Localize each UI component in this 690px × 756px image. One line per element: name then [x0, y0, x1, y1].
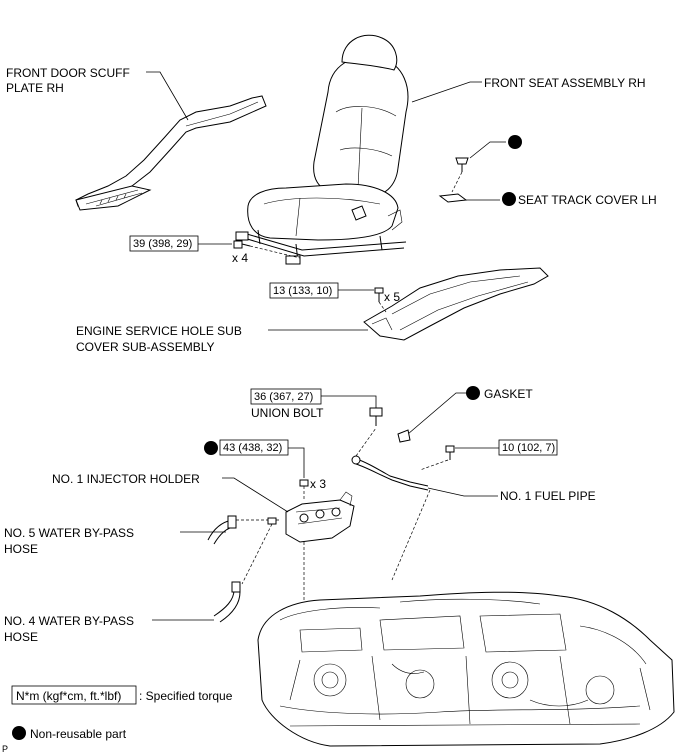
engine-service-hole-cover-drawing: [363, 267, 549, 341]
seat-track-cover-label: SEAT TRACK COVER LH: [518, 193, 657, 207]
injector-holder-nut-icon: [299, 479, 309, 487]
front-seat-assembly-drawing: [235, 34, 409, 265]
engine-drawing: [257, 591, 675, 747]
footer-code: P: [2, 744, 8, 754]
torque-legend-unit: N*m (kgf*cm, ft.*lbf): [16, 689, 121, 703]
union-bolt-torque: 36 (367, 27): [254, 391, 313, 403]
fuel-pipe-bolt-torque-box: [498, 439, 558, 456]
no4-water-bypass-hose-label-line2: HOSE: [4, 630, 38, 644]
no4-water-bypass-hose-label-line1: NO. 4 WATER BY-PASS: [4, 614, 134, 628]
engine-service-hole-label-line2: COVER SUB-ASSEMBLY: [76, 340, 214, 354]
no1-fuel-pipe-label: NO. 1 FUEL PIPE: [500, 489, 596, 503]
non-reusable-legend-mark: [12, 726, 26, 740]
injector-holder-non-reusable-mark: [204, 441, 218, 455]
seat-track-cover-drawing: [438, 193, 468, 203]
cover-bolt-qty: x 5: [384, 290, 400, 304]
gasket-label: GASKET: [484, 387, 533, 401]
fuel-pipe-bolt-torque: 10 (102, 7): [502, 442, 555, 454]
front-door-scuff-plate-label-line2: PLATE RH: [6, 81, 64, 95]
torque-legend-box: [11, 685, 137, 705]
cover-bolt-torque-box: [269, 282, 339, 299]
seat-bolt-icon: [233, 240, 251, 249]
torque-legend-desc: : Specified torque: [139, 689, 233, 703]
seat-track-clip-icon: [455, 157, 469, 172]
seat-bolt-torque-box: [129, 235, 199, 252]
front-seat-assembly-label: FRONT SEAT ASSEMBLY RH: [484, 76, 646, 90]
no4-water-bypass-hose-drawing: [213, 581, 241, 623]
hose-clamp-icon: [267, 517, 277, 525]
seat-bolt-torque: 39 (398, 29): [133, 238, 192, 250]
non-reusable-legend-label: Non-reusable part: [30, 727, 127, 741]
injector-holder-torque: 43 (438, 32): [223, 442, 282, 454]
front-door-scuff-plate-label-line1: FRONT DOOR SCUFF: [6, 66, 130, 80]
injector-holder-torque-box: [219, 439, 289, 456]
gasket-non-reusable-mark: [466, 386, 480, 400]
no5-water-bypass-hose-drawing: [207, 515, 237, 545]
fuel-pipe-bolt-icon: [445, 445, 455, 460]
union-bolt-icon: [369, 407, 383, 426]
no1-fuel-pipe-drawing: [351, 455, 429, 491]
cover-bolt-icon: [374, 287, 384, 302]
gasket-drawing: [397, 429, 411, 443]
union-bolt-label: UNION BOLT: [251, 406, 324, 420]
union-bolt-torque-box: [250, 388, 322, 405]
cover-bolt-torque: 13 (133, 10): [273, 285, 332, 297]
no5-water-bypass-hose-label-line2: HOSE: [4, 542, 38, 556]
front-door-scuff-plate-drawing: [75, 95, 267, 211]
seat-track-cover-non-reusable-mark: [502, 192, 516, 206]
engine-service-hole-label-line1: ENGINE SERVICE HOLE SUB: [76, 324, 242, 338]
no1-injector-holder-label: NO. 1 INJECTOR HOLDER: [52, 472, 200, 486]
no5-water-bypass-hose-label-line1: NO. 5 WATER BY-PASS: [4, 526, 134, 540]
injector-holder-qty: x 3: [310, 477, 326, 491]
clip-non-reusable-mark: [508, 135, 522, 149]
no1-injector-holder-drawing: [285, 491, 355, 543]
seat-bolt-qty: x 4: [232, 251, 248, 265]
